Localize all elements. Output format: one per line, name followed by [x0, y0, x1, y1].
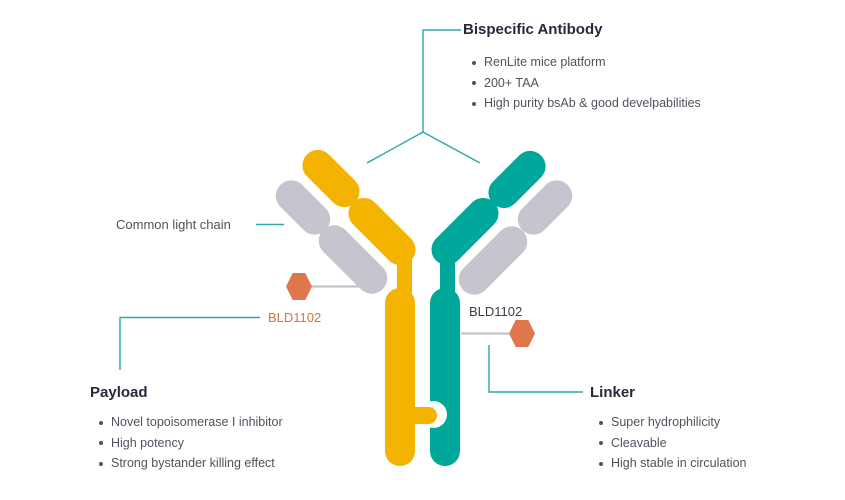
- linker-bullet-1: Super hydrophilicity: [590, 412, 747, 433]
- linker-bullet-2: Cleavable: [590, 433, 747, 454]
- bispecific-antibody-title: Bispecific Antibody: [463, 21, 603, 38]
- linker-section: Linker Super hydrophilicity Cleavable Hi…: [590, 384, 747, 474]
- fc-stem-left: [385, 288, 415, 466]
- bld1102-label-right: BLD1102: [469, 304, 523, 319]
- bispecific-antibody-bullet-list: RenLite mice platform 200+ TAA High puri…: [463, 52, 701, 114]
- linker-connector-line: [488, 345, 583, 393]
- payload-title: Payload: [90, 384, 148, 401]
- knob-into-hole-knob: [406, 407, 437, 424]
- bispecific-bullet-3: High purity bsAb & good develpabilities: [463, 93, 701, 114]
- bispecific-bracket-line: [422, 29, 461, 132]
- linker-title: Linker: [590, 384, 636, 401]
- payload-connector-line: [119, 316, 260, 370]
- linker-bullet-3: High stable in circulation: [590, 453, 747, 474]
- linker-bullet-list: Super hydrophilicity Cleavable High stab…: [590, 412, 747, 474]
- payload-section: Payload Novel topoisomerase I inhibitor …: [90, 384, 283, 474]
- common-light-chain-label: Common light chain: [116, 217, 231, 232]
- fc-stem-right: [430, 288, 460, 466]
- bispecific-bullet-1: RenLite mice platform: [463, 52, 701, 73]
- bispecific-chevron-line: [366, 131, 481, 164]
- payload-bullet-1: Novel topoisomerase I inhibitor: [90, 412, 283, 433]
- payload-bullet-3: Strong bystander killing effect: [90, 453, 283, 474]
- payload-bullet-list: Novel topoisomerase I inhibitor High pot…: [90, 412, 283, 474]
- payload-bullet-2: High potency: [90, 433, 283, 454]
- bld1102-label-left: BLD1102: [268, 310, 322, 325]
- bispecific-antibody-section: Bispecific Antibody RenLite mice platfor…: [463, 21, 701, 114]
- bispecific-bullet-2: 200+ TAA: [463, 73, 701, 94]
